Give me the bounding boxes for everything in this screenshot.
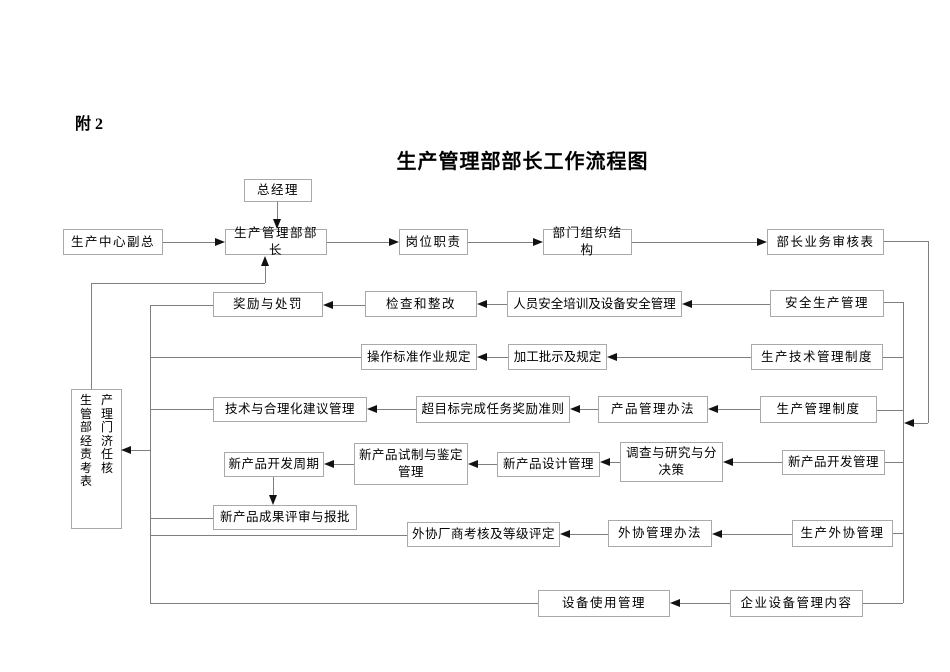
connector-line — [327, 242, 389, 243]
arrow-left-icon — [904, 419, 914, 427]
arrow-right-icon — [533, 238, 543, 246]
connector-line — [903, 302, 904, 603]
connector-line — [273, 477, 274, 496]
arrow-left-icon — [121, 446, 131, 454]
connector-line — [580, 409, 598, 410]
econ-form-column-2: 产理门济任核 — [100, 393, 113, 475]
node-safety-training: 人员安全培训及设备安全管理 — [507, 291, 682, 317]
connector-line — [893, 533, 903, 534]
connector-line — [928, 241, 929, 423]
connector-line — [277, 202, 278, 220]
connector-line — [468, 242, 533, 243]
connector-line — [884, 241, 928, 242]
node-standard-operating-rules: 操作标准作业规定 — [361, 344, 477, 370]
arrow-left-icon — [324, 460, 334, 468]
connector-line — [680, 603, 730, 604]
connector-line — [733, 462, 782, 463]
arrow-left-icon — [682, 300, 692, 308]
econ-form-column-1: 生管部经责考表 — [79, 393, 92, 488]
arrow-left-icon — [477, 300, 487, 308]
arrow-left-icon — [723, 458, 733, 466]
node-new-product-dev-cycle: 新产品开发周期 — [224, 452, 324, 477]
node-general-manager: 总经理 — [244, 179, 312, 202]
node-production-mgmt-system: 生产管理制度 — [760, 396, 877, 423]
connector-line — [914, 423, 928, 424]
node-equipment-usage-mgmt: 设备使用管理 — [538, 590, 670, 617]
node-dept-head-review-form: 部长业务审核表 — [767, 229, 884, 255]
arrow-down-icon — [269, 495, 277, 505]
connector-line — [150, 305, 151, 604]
arrow-down-icon — [273, 219, 281, 229]
node-investigation-research-decision: 调查与研究与分决策 — [620, 442, 723, 482]
node-enterprise-equipment-mgmt: 企业设备管理内容 — [730, 590, 863, 617]
connector-line — [692, 304, 770, 305]
node-over-target-reward-rules: 超目标完成任务奖励准则 — [416, 396, 570, 423]
node-inspection-rectification: 检查和整改 — [365, 291, 477, 317]
connector-line — [163, 242, 215, 243]
connector-line — [570, 534, 608, 535]
node-rewards-penalties: 奖励与处罚 — [213, 292, 323, 317]
node-safety-production-mgmt: 安全生产管理 — [770, 290, 884, 317]
node-processing-instructions: 加工批示及规定 — [508, 344, 607, 370]
connector-line — [487, 357, 508, 358]
connector-line — [487, 304, 507, 305]
arrow-left-icon — [560, 530, 570, 538]
connector-line — [265, 266, 266, 283]
node-production-dept-head: 生产管理部部长 — [225, 226, 327, 257]
arrow-right-icon — [215, 238, 225, 246]
connector-line — [131, 450, 151, 451]
node-production-tech-mgmt-system: 生产技术管理制度 — [751, 344, 883, 370]
arrow-left-icon — [607, 353, 617, 361]
connector-line — [150, 603, 538, 604]
connector-line — [722, 534, 792, 535]
connector-line — [877, 410, 903, 411]
arrow-left-icon — [708, 405, 718, 413]
connector-line — [884, 302, 903, 303]
node-outsourcing-vendor-eval: 外协厂商考核及等级评定 — [407, 522, 560, 547]
node-outsourcing-mgmt-measures: 外协管理办法 — [608, 520, 712, 547]
node-new-product-design-mgmt: 新产品设计管理 — [497, 452, 600, 477]
node-production-center-vp: 生产中心副总 — [63, 229, 163, 255]
arrow-left-icon — [477, 353, 487, 361]
connector-line — [617, 357, 751, 358]
connector-line — [91, 283, 92, 389]
connector-line — [334, 464, 354, 465]
connector-line — [885, 462, 903, 463]
connector-line — [150, 535, 407, 536]
node-product-mgmt-measures: 产品管理办法 — [598, 396, 708, 423]
arrow-left-icon — [367, 405, 377, 413]
node-job-responsibilities: 岗位职责 — [399, 229, 468, 255]
connector-line — [883, 357, 903, 358]
node-production-outsourcing-mgmt: 生产外协管理 — [792, 520, 893, 547]
connector-line — [150, 409, 213, 410]
node-new-product-result-review: 新产品成果评审与报批 — [213, 505, 357, 530]
page-title: 生产管理部部长工作流程图 — [396, 151, 649, 173]
connector-line — [632, 242, 757, 243]
arrow-left-icon — [323, 301, 333, 309]
arrow-right-icon — [389, 238, 399, 246]
connector-line — [333, 305, 365, 306]
node-new-product-dev-mgmt: 新产品开发管理 — [782, 450, 885, 475]
arrow-left-icon — [670, 599, 680, 607]
connector-line — [150, 305, 213, 306]
node-dept-org-structure: 部门组织结构 — [543, 226, 632, 257]
node-new-product-trial-appraisal: 新产品试制与鉴定管理 — [354, 443, 468, 485]
node-tech-rationalization-mgmt: 技术与合理化建议管理 — [213, 397, 367, 422]
connector-line — [150, 357, 361, 358]
arrow-right-icon — [757, 238, 767, 246]
node-econ-responsibility-form: 生管部经责考表 产理门济任核 — [71, 389, 122, 529]
arrow-left-icon — [468, 460, 478, 468]
connector-line — [863, 603, 903, 604]
arrow-left-icon — [600, 458, 610, 466]
arrow-left-icon — [712, 530, 722, 538]
attachment-label: 附 2 — [75, 116, 104, 133]
connector-line — [150, 518, 213, 519]
connector-line — [91, 283, 265, 284]
connector-line — [377, 409, 416, 410]
connector-line — [718, 409, 760, 410]
connector-line — [610, 462, 620, 463]
connector-line — [478, 464, 497, 465]
arrow-up-icon — [261, 256, 269, 266]
arrow-left-icon — [570, 405, 580, 413]
